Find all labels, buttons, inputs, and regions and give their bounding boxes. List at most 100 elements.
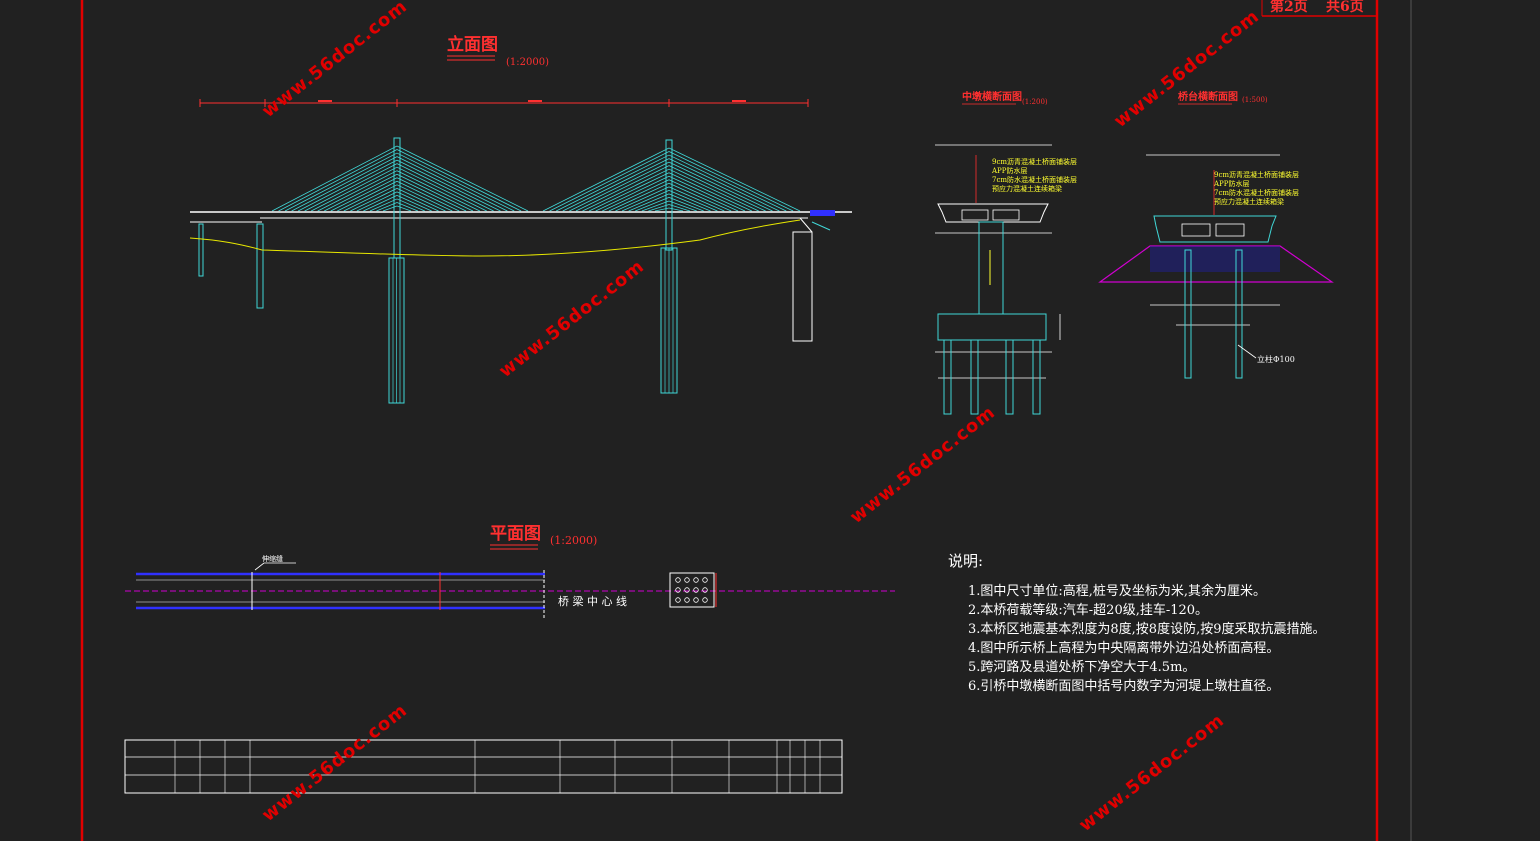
pile-mark xyxy=(693,577,699,583)
abutment-section-title: 桥台横断面图 xyxy=(1178,90,1238,103)
stay-cable xyxy=(628,193,670,212)
section-layer-note: 预应力混凝土连续箱梁 xyxy=(992,184,1062,193)
elevation-dimension-line xyxy=(199,99,809,107)
abutment-section-layer-notes: 9cm沥青混凝土桥面铺装层APP防水层7cm防水混凝土桥面铺装层预应力混凝土连续… xyxy=(1213,170,1299,206)
tower-right xyxy=(660,139,678,394)
abutment-cross-section: 桥台横断面图 (1:500) 9cm沥青混凝土桥面铺装层APP防水层7cm防水混… xyxy=(1098,90,1334,379)
stay-cable xyxy=(350,187,398,212)
stay-cable xyxy=(668,179,739,212)
elevation-scale: (1:2000) xyxy=(506,57,549,68)
note-item: 1.图中尺寸单位:高程,桩号及坐标为米,其余为厘米。 xyxy=(968,583,1266,599)
section-layer-note: 9cm沥青混凝土桥面铺装层 xyxy=(1214,170,1299,179)
stay-cable xyxy=(549,151,670,212)
stay-cable xyxy=(668,182,732,212)
stay-cable xyxy=(396,163,494,212)
notes-block: 说明: 1.图中尺寸单位:高程,桩号及坐标为米,其余为厘米。2.本桥荷载等级:汽… xyxy=(948,552,1325,694)
stay-cable xyxy=(396,149,522,212)
stay-cable xyxy=(615,186,670,212)
pile xyxy=(970,339,979,415)
stay-cable xyxy=(668,200,697,212)
stay-cable xyxy=(668,151,794,212)
stay-cable xyxy=(396,170,480,212)
stay-cable xyxy=(641,200,670,212)
pile xyxy=(1005,339,1014,415)
plan-joint-label: 伸缩缝 xyxy=(262,554,283,563)
stay-cable xyxy=(668,168,759,212)
plan-scale: (1:2000) xyxy=(550,534,597,547)
stay-cable xyxy=(396,180,460,212)
plan-view: 平面图 (1:2000) 伸缩缝 桥 梁 中 心 线 xyxy=(125,524,895,620)
notes-title: 说明: xyxy=(948,552,983,570)
stay-cable xyxy=(297,159,398,212)
stay-cable xyxy=(668,147,801,212)
stay-cable xyxy=(654,207,670,212)
pile-mark xyxy=(702,587,708,593)
stay-cable xyxy=(668,161,773,212)
mid-section-layer-notes: 9cm沥青混凝土桥面铺装层APP防水层7cm防水混凝土桥面铺装层预应力混凝土连续… xyxy=(991,157,1077,193)
stay-cable xyxy=(668,207,684,212)
stay-cable xyxy=(588,172,670,212)
stay-cable xyxy=(337,180,398,212)
stay-cable xyxy=(635,197,670,212)
total-pages-label: 共6页 xyxy=(1326,0,1364,15)
elevation-view: 立面图 (1:2000) xyxy=(189,34,852,404)
pile-mark xyxy=(675,577,681,583)
stay-cable xyxy=(396,205,412,212)
stay-cable xyxy=(668,186,725,212)
stay-cable xyxy=(304,163,398,212)
section-layer-note: 7cm防水混凝土桥面铺装层 xyxy=(992,175,1077,184)
stay-cable xyxy=(396,187,446,212)
stay-cable xyxy=(542,147,670,212)
stay-cable xyxy=(582,168,670,212)
page-label: 第2页 xyxy=(1270,0,1308,15)
stay-cable xyxy=(324,173,398,212)
mid-section-scale: (1:200) xyxy=(1022,98,1048,106)
pile-mark xyxy=(684,577,690,583)
stay-cable xyxy=(396,173,474,212)
notes-list: 1.图中尺寸单位:高程,桩号及坐标为米,其余为厘米。2.本桥荷载等级:汽车-超2… xyxy=(968,583,1325,694)
watermarks: www.56doc.com www.56doc.com www.56doc.com w… xyxy=(258,0,1263,836)
stay-cable xyxy=(575,165,670,212)
pile-mark xyxy=(675,587,681,593)
stay-cable xyxy=(396,198,425,212)
watermark-text: www.56doc.com xyxy=(495,256,648,382)
pile-mark xyxy=(702,597,708,603)
watermark-text: www.56doc.com xyxy=(258,700,411,826)
section-layer-note: 7cm防水混凝土桥面铺装层 xyxy=(1214,188,1299,197)
stay-cable xyxy=(396,145,529,212)
stay-cable xyxy=(562,158,670,212)
stay-cable xyxy=(396,166,487,212)
stay-cable xyxy=(396,177,467,212)
stay-cable xyxy=(668,172,752,212)
stay-cable xyxy=(343,184,398,212)
stay-cable xyxy=(602,179,670,212)
abutment-section-scale: (1:500) xyxy=(1242,96,1268,104)
watermark-text: www.56doc.com xyxy=(846,402,999,528)
section-layer-note: 预应力混凝土连续箱梁 xyxy=(1214,197,1284,206)
mid-section-piles xyxy=(943,339,1041,415)
pile-mark xyxy=(684,587,690,593)
stay-cable xyxy=(608,182,670,212)
stay-cable xyxy=(668,193,711,212)
stay-cable xyxy=(317,170,398,212)
stay-cable xyxy=(396,191,439,212)
watermark-text: www.56doc.com xyxy=(258,0,411,122)
stay-cable xyxy=(668,189,718,212)
stay-cable xyxy=(668,175,746,212)
stay-cable xyxy=(668,197,704,212)
bridge-deck xyxy=(190,210,852,223)
stay-cable xyxy=(595,175,670,212)
stay-cable xyxy=(621,189,670,212)
abutment-pile-label: 立柱Φ100 xyxy=(1257,354,1295,364)
pile xyxy=(943,339,952,415)
section-layer-note: 9cm沥青混凝土桥面铺装层 xyxy=(992,157,1077,166)
stay-cable xyxy=(356,191,398,212)
mid-section-title: 中墩横断面图 xyxy=(962,90,1022,103)
stay-cable xyxy=(396,152,515,212)
stay-cable xyxy=(284,152,398,212)
ground-profile-line xyxy=(189,219,801,257)
stay-cable xyxy=(396,159,501,212)
approach-piers xyxy=(198,217,831,342)
note-item: 3.本桥区地震基本烈度为8度,按8度设防,按9度采取抗震措施。 xyxy=(968,621,1325,637)
